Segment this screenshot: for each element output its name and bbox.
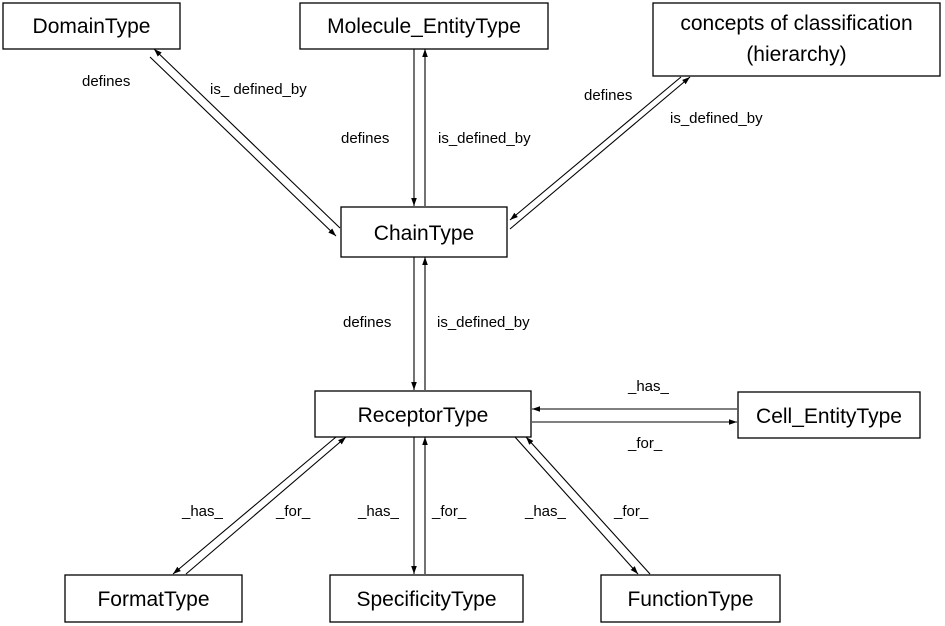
node-molecule-entity-type-label: Molecule_EntityType	[327, 15, 521, 38]
node-cell-entity-type-label: Cell_EntityType	[756, 405, 902, 428]
node-domain-type-label: DomainType	[33, 15, 151, 38]
node-receptor-type-label: ReceptorType	[358, 404, 489, 427]
node-chain-type-label: ChainType	[374, 222, 474, 245]
edge-format-has	[172, 436, 337, 575]
edge-concepts-is-defined-by	[509, 76, 691, 230]
node-format-type[interactable]: FormatType	[64, 574, 243, 623]
edge-domain-defines	[149, 56, 337, 237]
node-function-type[interactable]: FunctionType	[600, 574, 781, 623]
label-molecule-is-defined-by: is_defined_by	[438, 130, 531, 147]
label-cell-for: _for_	[627, 435, 663, 452]
edges	[149, 48, 737, 575]
node-specificity-type-label: SpecificityType	[356, 588, 496, 611]
node-concepts-of-classification[interactable]: concepts of classification (hierarchy)	[652, 2, 941, 77]
node-receptor-type[interactable]: ReceptorType	[314, 390, 532, 438]
edge-function-for	[525, 436, 651, 575]
label-function-for: _for_	[613, 503, 649, 520]
label-molecule-defines: defines	[341, 130, 389, 147]
label-chain-is-defined-by: is_defined_by	[437, 314, 530, 331]
label-function-has: _has_	[524, 503, 567, 520]
label-specificity-has: _has_	[357, 503, 400, 520]
label-format-has: _has_	[181, 503, 224, 520]
edge-function-has	[514, 436, 639, 575]
label-domain-is-defined-by: is_ defined_by	[210, 81, 307, 98]
edge-concepts-defines	[509, 76, 682, 221]
edge-domain-is-defined-by	[153, 48, 341, 229]
label-concepts-is-defined-by: is_defined_by	[670, 110, 763, 127]
label-concepts-defines: defines	[584, 87, 632, 104]
label-chain-defines: defines	[343, 314, 391, 331]
node-concepts-line2: (hierarchy)	[746, 43, 846, 66]
node-chain-type[interactable]: ChainType	[340, 206, 508, 258]
node-function-type-label: FunctionType	[627, 588, 753, 611]
node-domain-type[interactable]: DomainType	[2, 2, 181, 50]
label-specificity-for: _for_	[431, 503, 467, 520]
label-cell-has: _has_	[627, 378, 670, 395]
node-specificity-type[interactable]: SpecificityType	[329, 574, 524, 623]
node-concepts-line1: concepts of classification	[680, 12, 912, 35]
label-domain-defines: defines	[82, 73, 130, 90]
node-format-type-label: FormatType	[97, 588, 209, 611]
label-format-for: _for_	[275, 503, 311, 520]
edge-labels: defines is_ defined_by defines is_define…	[82, 73, 763, 520]
node-molecule-entity-type[interactable]: Molecule_EntityType	[299, 2, 549, 50]
edge-format-for	[185, 436, 347, 575]
node-cell-entity-type[interactable]: Cell_EntityType	[737, 391, 921, 439]
